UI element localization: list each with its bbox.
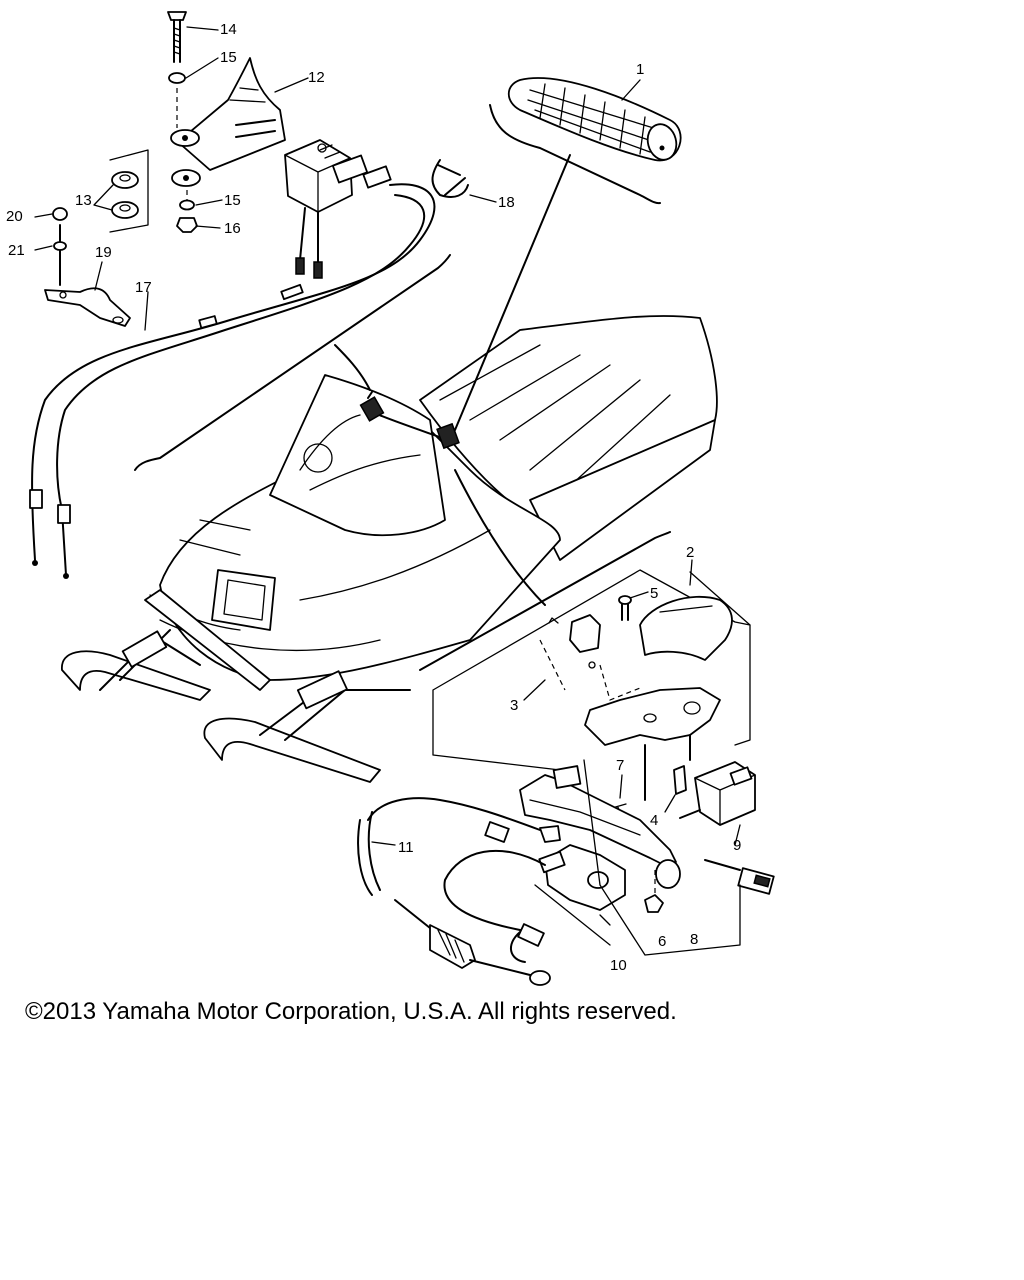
mounting-plate [44,207,131,327]
callout-20: 20 [6,208,23,225]
callout-14: 14 [220,21,237,38]
callout-15b: 15 [224,192,241,209]
section-outline-top [134,254,451,471]
callout-15a: 15 [220,49,237,66]
snowmobile-illustration [61,315,718,783]
callout-10: 10 [610,957,627,974]
throttle-cable [29,183,436,579]
callout-labels: 1 2 3 4 5 6 7 8 9 10 11 12 13 14 15 15 1… [6,21,741,974]
callout-3: 3 [510,697,518,714]
callout-9: 9 [733,837,741,854]
callout-7: 7 [616,757,624,774]
headlight [211,569,276,631]
windshield [269,374,446,537]
ski-left [61,650,211,701]
section-outline-lever [419,531,671,671]
cable-clip [431,159,469,198]
callout-6: 6 [658,933,666,950]
callout-17: 17 [135,279,152,296]
callout-19: 19 [95,244,112,261]
section-outline-grip [489,104,661,205]
throttle-housing-assembly [109,11,392,279]
callout-leaders [34,26,741,926]
callout-4: 4 [650,812,658,829]
callout-12: 12 [308,69,325,86]
callout-11: 11 [398,839,414,856]
callout-5: 5 [650,585,658,602]
throttle-grip [507,77,682,162]
ski-right [203,717,381,783]
callout-8: 8 [690,931,698,948]
parts-exploded-diagram: 1 2 3 4 5 6 7 8 9 10 11 12 13 14 15 15 1… [6,11,775,986]
callout-1: 1 [636,61,644,78]
callout-16: 16 [224,220,241,237]
callout-21: 21 [8,242,25,259]
brake-lever-assembly [357,569,775,986]
copyright-notice: ©2013 Yamaha Motor Corporation, U.S.A. A… [25,998,677,1025]
callout-2: 2 [686,544,694,561]
callout-18: 18 [498,194,515,211]
callout-13: 13 [75,192,92,209]
